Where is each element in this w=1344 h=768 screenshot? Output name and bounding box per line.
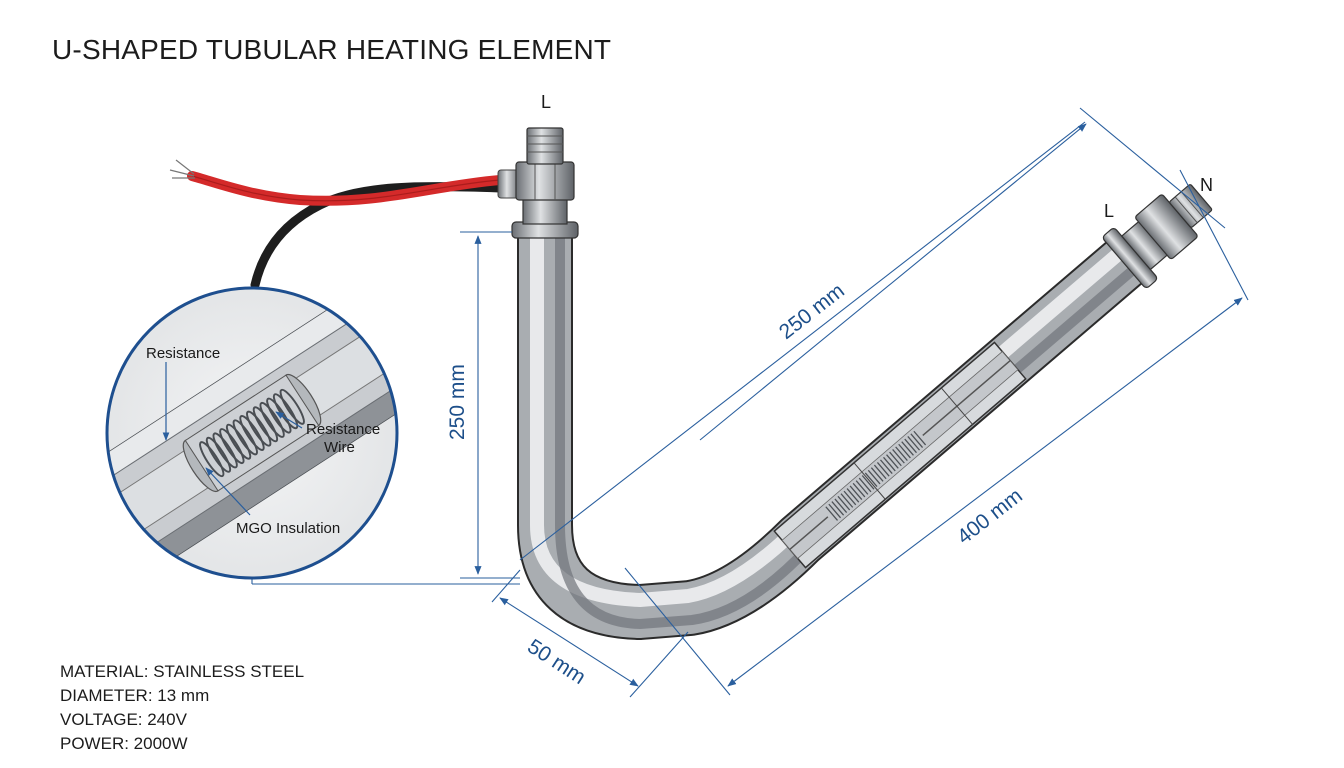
- spec-material: MATERIAL: STAINLESS STEEL: [60, 662, 305, 681]
- specs-block: MATERIAL: STAINLESS STEEL DIAMETER: 13 m…: [60, 660, 304, 756]
- callout-mgo-insulation: MGO Insulation: [236, 520, 340, 537]
- terminal-label-right-n: N: [1200, 175, 1213, 195]
- inset-border: [105, 286, 399, 580]
- left-terminal: L: [511, 92, 579, 239]
- lead-wires: [169, 159, 521, 290]
- bare-wire-strands: [169, 159, 195, 179]
- diagram-title: U-SHAPED TUBULAR HEATING ELEMENT: [52, 34, 612, 65]
- terminal-label-right-l: L: [1104, 201, 1114, 221]
- dim-line-diagonal-top: [699, 123, 1087, 441]
- left-hex-nut: [515, 161, 575, 201]
- inset-detail: Resistance Resistance Wire MGO Insulatio…: [105, 286, 399, 580]
- dim-line-diagonal-bottom: [727, 297, 1243, 687]
- spec-voltage: VOLTAGE: 240V: [60, 710, 187, 729]
- callout-resistance-wire-line1: Resistance: [306, 421, 380, 438]
- callout-resistance-wire-line2: Wire: [324, 439, 355, 456]
- right-thread-stud: [1169, 184, 1213, 228]
- red-wire: [187, 171, 505, 206]
- left-thread-stud: [526, 127, 564, 165]
- dimension-lines: [251, 107, 1249, 698]
- dim-label-bend: 50 mm: [523, 635, 589, 689]
- dim-label-vertical: 250 mm: [446, 364, 469, 440]
- dim-line-bend: [499, 597, 639, 687]
- arrow-mgo-insulation: [205, 467, 251, 516]
- spec-diameter: DIAMETER: 13 mm: [60, 686, 210, 705]
- inset-tube-cutaway: [107, 288, 397, 578]
- terminal-label-left: L: [541, 92, 551, 112]
- spec-power: POWER: 2000W: [60, 734, 188, 753]
- callout-resistance: Resistance: [146, 345, 220, 362]
- right-terminal: [1102, 184, 1213, 288]
- tube-shadow: [555, 232, 1137, 629]
- arrow-resistance-wire: [275, 411, 303, 429]
- cutaway-section: [773, 341, 1027, 569]
- dim-label-diagonal-bottom: 400 mm: [953, 484, 1027, 549]
